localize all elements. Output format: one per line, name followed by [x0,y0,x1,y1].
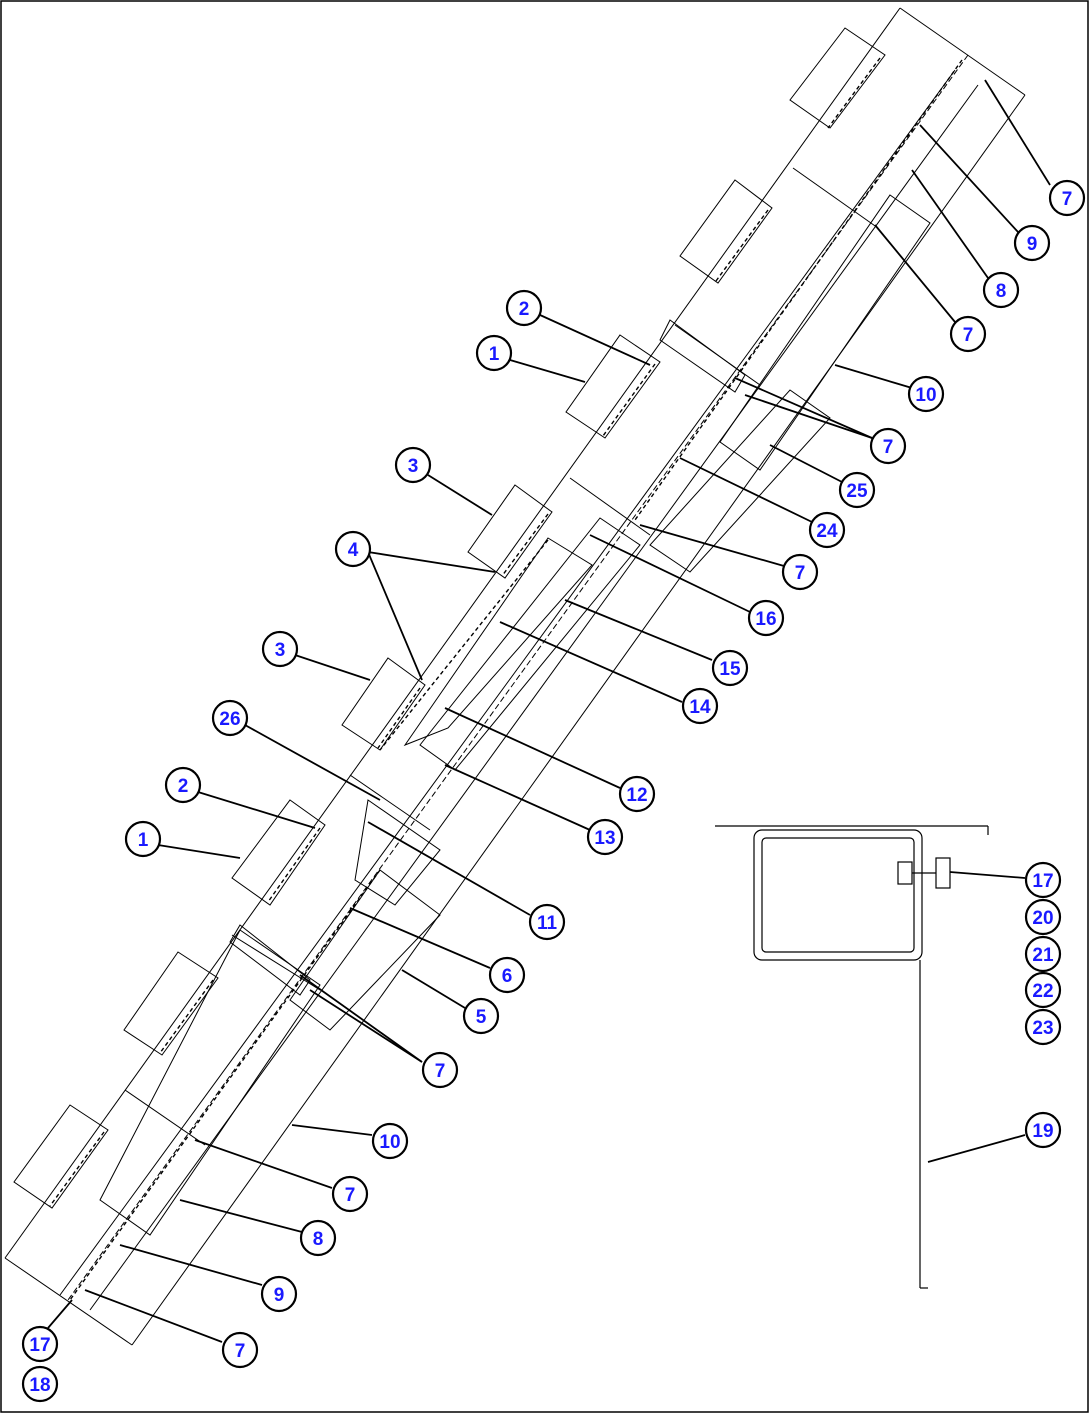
svg-text:14: 14 [689,697,711,718]
svg-text:1: 1 [489,344,500,365]
callout-11: 15 [711,649,749,687]
svg-text:6: 6 [502,966,513,987]
svg-text:23: 23 [1032,1018,1053,1039]
callout-32: 2 [164,766,202,804]
callout-8: 24 [808,511,846,549]
callout-9: 7 [781,553,819,591]
svg-text:19: 19 [1032,1121,1053,1142]
svg-text:10: 10 [915,385,936,406]
callout-15: 11 [528,903,566,941]
callout-31: 26 [211,699,249,737]
svg-text:7: 7 [795,563,806,584]
callout-16: 6 [488,956,526,994]
svg-text:24: 24 [816,521,838,542]
svg-text:26: 26 [219,709,240,730]
svg-text:2: 2 [519,299,530,320]
svg-text:3: 3 [275,640,286,661]
callout-7: 25 [838,471,876,509]
callout-12: 14 [681,687,719,725]
callout-28: 3 [394,446,432,484]
callout-22: 9 [260,1275,298,1313]
svg-text:10: 10 [379,1132,400,1153]
callout-25: 18 [21,1365,59,1403]
svg-text:7: 7 [1062,189,1073,210]
svg-text:15: 15 [719,659,741,680]
callout-19: 10 [371,1122,409,1160]
callout-18: 7 [421,1051,459,1089]
svg-text:16: 16 [755,609,776,630]
svg-text:7: 7 [963,325,974,346]
callout-27: 1 [475,334,513,372]
callout-1: 7 [1048,179,1086,217]
callout-24: 17 [21,1325,59,1363]
svg-text:22: 22 [1032,981,1053,1002]
svg-text:18: 18 [29,1375,50,1396]
callout-6: 7 [869,427,907,465]
svg-text:7: 7 [345,1185,356,1206]
svg-text:5: 5 [476,1007,487,1028]
callout-34: 17 [1024,861,1062,899]
svg-text:3: 3 [408,456,419,477]
callout-3: 8 [982,271,1020,309]
svg-text:20: 20 [1032,908,1053,929]
svg-text:7: 7 [235,1341,246,1362]
leader-lines [47,79,1051,1343]
svg-text:11: 11 [537,913,558,934]
callout-35: 20 [1024,898,1062,936]
callout-30: 3 [261,630,299,668]
callout-21: 8 [299,1219,337,1257]
diagonal-assembly [4,7,1026,1346]
callout-10: 16 [747,599,785,637]
svg-text:17: 17 [29,1335,50,1356]
callout-14: 13 [586,818,624,856]
callout-2: 9 [1013,224,1051,262]
callout-20: 7 [331,1175,369,1213]
callout-39: 19 [1024,1111,1062,1149]
callout-29: 4 [334,530,372,568]
callout-17: 5 [462,997,500,1035]
svg-text:9: 9 [1027,234,1038,255]
callout-23: 7 [221,1331,259,1369]
callout-36: 21 [1024,935,1062,973]
bracket-detail [715,825,989,1289]
callout-33: 1 [124,820,162,858]
svg-text:1: 1 [138,830,149,851]
callout-5: 10 [907,375,945,413]
svg-text:2: 2 [178,776,189,797]
callout-37: 22 [1024,971,1062,1009]
svg-text:17: 17 [1032,871,1053,892]
svg-text:21: 21 [1032,945,1054,966]
callout-38: 23 [1024,1008,1062,1046]
svg-text:9: 9 [274,1285,285,1306]
callout-26: 2 [505,289,543,327]
callout-4: 7 [949,315,987,353]
svg-text:7: 7 [883,437,894,458]
svg-text:7: 7 [435,1061,446,1082]
svg-text:4: 4 [348,540,359,561]
svg-text:8: 8 [313,1229,324,1250]
callout-13: 12 [618,775,656,813]
svg-text:8: 8 [996,281,1007,302]
svg-text:13: 13 [594,828,615,849]
svg-text:12: 12 [626,785,647,806]
svg-text:25: 25 [846,481,868,502]
